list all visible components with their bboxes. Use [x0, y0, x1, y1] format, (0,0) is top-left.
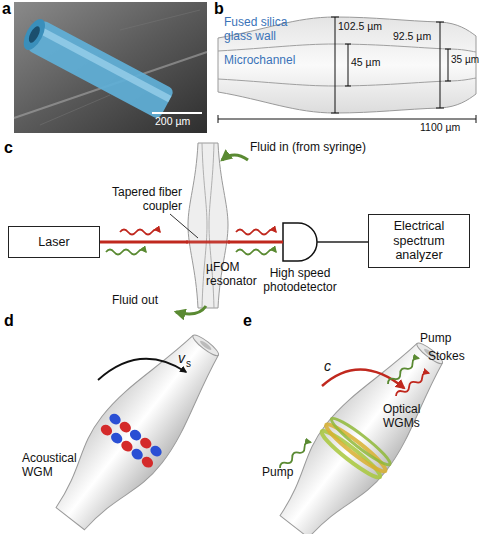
dimension-label: 35 µm	[451, 54, 479, 66]
signal-cable	[317, 241, 368, 243]
node-label: Electrical spectrum analyzer	[369, 219, 469, 262]
velocity-arrow	[98, 359, 186, 380]
fiber-link	[228, 241, 283, 244]
capillary-highlight	[36, 26, 172, 103]
sem-image	[14, 2, 207, 133]
light-circulation-arrow	[322, 369, 404, 388]
part-label: Fused silica glass wall	[224, 16, 304, 44]
scale-label: 200 µm	[155, 115, 190, 127]
dimension-line	[440, 22, 441, 108]
dimension-label: 1100 µm	[420, 121, 460, 133]
pump-wave	[236, 250, 276, 255]
photodetector-body	[283, 223, 317, 261]
dimension-tick	[445, 81, 451, 82]
dimension-tick	[436, 22, 444, 23]
mode-label: Acoustical WGM	[22, 452, 94, 480]
pump-wave	[386, 356, 420, 386]
dimension-tick	[345, 86, 351, 87]
capillary-end	[19, 16, 49, 54]
resonator-3d	[40, 319, 238, 534]
dimension-tick	[218, 115, 219, 123]
beam-label: Stokes	[428, 350, 465, 364]
dimension-label: 92.5 µm	[393, 30, 431, 42]
velocity-subscript: s	[186, 358, 191, 370]
mode-lobe	[140, 455, 156, 470]
dimension-line	[348, 44, 349, 86]
dimension-tick	[331, 17, 339, 18]
dimension-tick	[436, 108, 444, 109]
dimension-tick	[445, 49, 451, 50]
laser-box: Laser	[8, 226, 100, 258]
capillary-image	[19, 16, 174, 120]
pump-wave	[106, 250, 146, 255]
fiber-link	[100, 241, 188, 244]
panel-letter: e	[243, 312, 252, 330]
capillary-bore	[27, 25, 43, 45]
analyzer-box: Electrical spectrum analyzer	[368, 214, 470, 268]
channel-wall	[218, 44, 476, 52]
flow-label: Fluid in (from syringe)	[250, 141, 366, 155]
stokes-wave	[120, 230, 160, 235]
scale-bar	[152, 112, 202, 114]
channel-opening	[199, 339, 212, 351]
dimension-lines	[218, 17, 476, 123]
photodetector-symbol: High speed photodetector	[283, 223, 317, 261]
node-label: High speed photodetector	[255, 267, 345, 295]
beam-label: Pump	[262, 466, 293, 480]
dimension-label: 102.5 µm	[338, 20, 382, 32]
resonator-shape: µFOM resonator	[188, 143, 228, 308]
dimension-tick	[345, 44, 351, 45]
resonator-body	[40, 322, 235, 534]
channel-wall	[218, 78, 476, 86]
panel-letter: a	[2, 0, 11, 18]
part-label: Tapered fiber coupler	[104, 186, 182, 214]
light-speed-symbol: c	[324, 358, 331, 374]
capillary-outline	[218, 17, 476, 113]
velocity-symbol: v	[178, 350, 185, 366]
mode-lobe	[148, 444, 164, 459]
photodetector-outline	[283, 223, 317, 261]
capillary-body	[26, 19, 174, 119]
dimension-line	[335, 17, 336, 113]
stokes-wave	[395, 371, 431, 398]
beam-label: Pump	[420, 332, 451, 346]
panel-letter: d	[4, 312, 14, 330]
dimension-tick	[476, 115, 477, 123]
part-label: Microchannel	[224, 54, 295, 68]
dimension-tick	[331, 113, 339, 114]
node-label: Laser	[34, 235, 73, 249]
panel-letter: b	[214, 0, 224, 18]
resonator-end	[191, 332, 221, 358]
flow-label: Fluid out	[112, 294, 158, 308]
dimension-line	[448, 49, 449, 81]
stokes-wave	[236, 230, 276, 235]
panel-letter: c	[4, 139, 13, 157]
dimension-label: 45 µm	[351, 56, 380, 68]
dimension-line	[218, 119, 476, 120]
fluid-arrow	[222, 155, 248, 160]
mode-label: Optical WGMs	[383, 403, 443, 431]
node-label: µFOM resonator	[206, 261, 266, 289]
